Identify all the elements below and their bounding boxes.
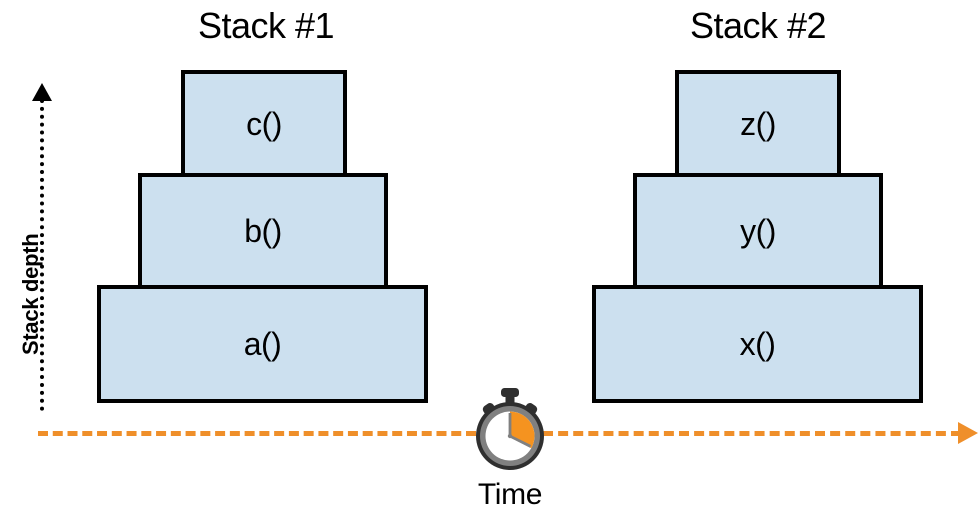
stack-2-frame-x[interactable]: x(): [592, 285, 923, 403]
stack-1-frame-b[interactable]: b(): [138, 173, 388, 289]
stack-1-frame-b-label: b(): [244, 213, 282, 249]
stack-1-title: Stack #1: [197, 5, 335, 46]
stack-2-frame-y[interactable]: y(): [633, 173, 883, 289]
stack-2-frame-z[interactable]: z(): [675, 70, 841, 177]
stack-2-frame-z-label: z(): [740, 105, 776, 142]
time-axis-label: Time: [477, 478, 543, 511]
stack-1-frame-c[interactable]: c(): [181, 70, 347, 177]
stack-1-frame-c-label: c(): [246, 105, 282, 142]
stack-depth-axis-line: [40, 99, 44, 411]
stack-depth-axis-label: Stack depth: [18, 233, 43, 355]
stack-1-frame-a[interactable]: a(): [97, 285, 428, 403]
time-axis-line-right: [543, 431, 961, 436]
stopwatch-icon: [470, 386, 550, 470]
time-axis-line-left: [38, 431, 476, 436]
stack-2-frame-y-label: y(): [740, 213, 776, 249]
stack-2-frame-x-label: x(): [739, 326, 776, 362]
stack-1-frame-a-label: a(): [243, 326, 282, 362]
stack-2-title: Stack #2: [689, 5, 827, 46]
arrow-right-icon: [958, 422, 978, 444]
arrow-up-icon: [32, 83, 52, 101]
